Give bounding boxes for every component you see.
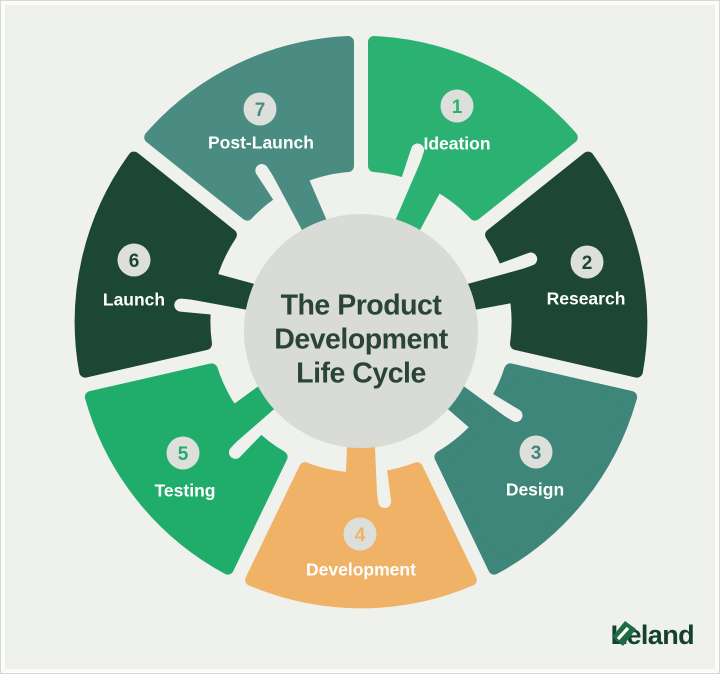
segments-layer: 1Ideation2Research3Design4Development5Te… <box>74 36 648 609</box>
badge-circle-testing <box>166 436 200 470</box>
leland-logo: Leland <box>611 620 695 651</box>
badge-circle-design <box>519 435 553 469</box>
segment-slot-development <box>371 444 392 508</box>
badge-circle-research <box>570 245 604 279</box>
badge-number-design: 3 <box>531 443 542 464</box>
badge-number-ideation: 1 <box>452 97 463 118</box>
badge-circle-development <box>343 517 377 551</box>
center-circle <box>244 214 478 448</box>
segment-label-launch: Launch <box>103 289 165 309</box>
segment-label-testing: Testing <box>155 480 216 500</box>
title-line-3: Life Cycle <box>296 357 426 389</box>
segment-label-development: Development <box>306 559 416 579</box>
segment-slot-ideation <box>395 143 425 206</box>
badge-number-launch: 6 <box>129 251 140 272</box>
segment-slot-launch <box>174 298 239 317</box>
badge-number-testing: 5 <box>178 444 189 465</box>
diagram-title: The Product Development Life Cycle <box>274 289 449 389</box>
segment-label-post-launch: Post-Launch <box>208 132 314 152</box>
badge-circle-launch <box>117 243 151 277</box>
badge-circle-post-launch <box>243 92 277 126</box>
segment-slot-testing <box>228 409 278 459</box>
segment-label-research: Research <box>547 288 626 308</box>
segment-label-design: Design <box>506 479 564 499</box>
title-line-1: The Product <box>281 289 443 321</box>
badge-circle-ideation <box>440 89 474 123</box>
badge-number-post-launch: 7 <box>255 100 266 121</box>
segment-label-ideation: Ideation <box>423 133 490 153</box>
badge-number-research: 2 <box>582 253 593 274</box>
segment-slot-post-launch <box>255 164 297 220</box>
title-line-2: Development <box>274 323 448 355</box>
segment-slot-research <box>476 252 538 284</box>
badge-number-development: 4 <box>355 525 366 546</box>
segment-slot-design <box>465 382 523 422</box>
leaf-icon <box>611 621 636 646</box>
